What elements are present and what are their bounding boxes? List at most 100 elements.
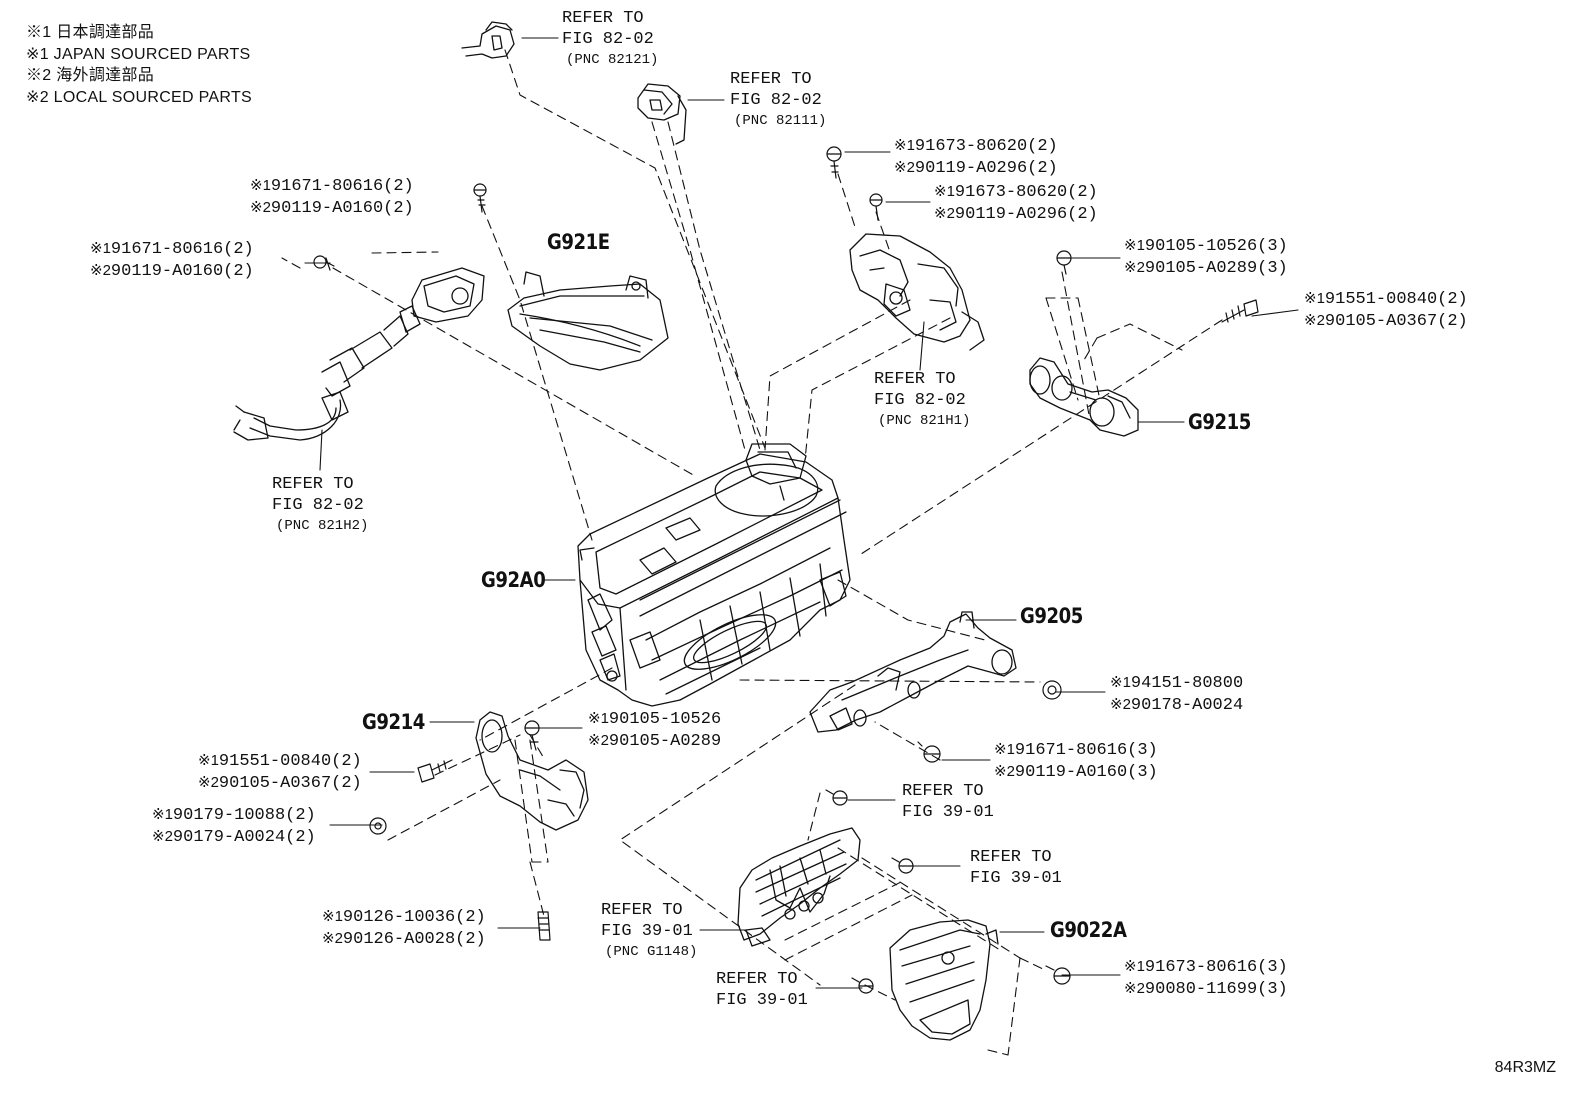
part-number-label[interactable]: ※191551-00840(2) ※290105-A0367(2) <box>1304 288 1468 332</box>
legend-line: ※2 海外調達部品 <box>26 67 155 84</box>
part-number: 90119-A0296(2) <box>954 205 1098 224</box>
part-number: 90105-10526 <box>608 710 722 729</box>
ref-fig: FIG 39-01 <box>716 991 808 1010</box>
mark-1: ※1 <box>934 183 955 200</box>
connector-82111 <box>637 83 687 145</box>
ref-line1: REFER TO <box>562 9 644 28</box>
ref-line1: REFER TO <box>716 970 798 989</box>
legend-line: ※1 日本調達部品 <box>26 24 155 41</box>
ref-callout-39-01[interactable]: REFER TO FIG 39-01 <box>902 781 994 823</box>
ref-pnc: (PNC 82121) <box>566 52 659 68</box>
sourcing-legend: ※1 日本調達部品 ※1 JAPAN SOURCED PARTS ※2 海外調達… <box>26 22 252 108</box>
mark-1: ※1 <box>152 806 173 823</box>
harness-821h2 <box>233 267 485 441</box>
connector-82121 <box>461 21 515 59</box>
ref-pnc: (PNC 821H1) <box>878 413 971 429</box>
part-number-label[interactable]: ※190179-10088(2) ※290179-A0024(2) <box>152 804 316 848</box>
part-code-g9022a[interactable]: G9022A <box>1050 918 1127 942</box>
ref-callout-821h1[interactable]: REFER TO FIG 82-02 (PNC 821H1) <box>874 369 970 431</box>
mark-1: ※1 <box>1110 674 1131 691</box>
part-number-label[interactable]: ※194151-80800 ※290178-A0024 <box>1110 672 1243 716</box>
part-number: 91673-80620(2) <box>954 183 1098 202</box>
fasteners <box>313 146 1259 994</box>
mark-1: ※1 <box>588 710 609 727</box>
mark-1: ※1 <box>994 741 1015 758</box>
part-number: 91673-80616(3) <box>1144 958 1288 977</box>
part-number-label[interactable]: ※191673-80620(2) ※290119-A0296(2) <box>934 181 1098 225</box>
bracket-g921e <box>507 271 669 371</box>
part-number: 90119-A0160(2) <box>270 199 414 218</box>
ref-pnc: (PNC 82111) <box>734 113 827 129</box>
ref-pnc: (PNC G1148) <box>605 944 698 960</box>
part-number: 91551-00840(2) <box>1324 290 1468 309</box>
part-code-g9205[interactable]: G9205 <box>1020 604 1083 628</box>
part-number: 90105-A0289 <box>608 732 722 751</box>
part-number: 90105-A0367(2) <box>1324 312 1468 331</box>
mark-1: ※1 <box>90 240 111 257</box>
part-number-label[interactable]: ※191671-80616(2) ※290119-A0160(2) <box>250 175 414 219</box>
ref-fig: FIG 82-02 <box>874 391 966 410</box>
mark-2: ※2 <box>894 159 915 176</box>
part-number-label[interactable]: ※191673-80620(2) ※290119-A0296(2) <box>894 135 1058 179</box>
ref-callout-82121[interactable]: REFER TO FIG 82-02 (PNC 82121) <box>562 8 658 70</box>
cover-g9022a <box>889 919 999 1041</box>
part-number-label[interactable]: ※190105-10526(3) ※290105-A0289(3) <box>1124 235 1288 279</box>
ref-fig: FIG 39-01 <box>902 803 994 822</box>
part-number: 90179-10088(2) <box>172 806 316 825</box>
illustration-id: 84R3MZ <box>1494 1059 1556 1076</box>
board-g1148 <box>737 827 861 947</box>
ref-callout-39-01[interactable]: REFER TO FIG 39-01 <box>970 847 1062 889</box>
ref-callout-g1148[interactable]: REFER TO FIG 39-01 (PNC G1148) <box>601 900 697 962</box>
legend-line: ※2 LOCAL SOURCED PARTS <box>26 88 252 106</box>
part-number: 90105-10526(3) <box>1144 237 1288 256</box>
mark-1: ※1 <box>894 137 915 154</box>
part-code-g9214[interactable]: G9214 <box>362 710 425 734</box>
ref-callout-821h2[interactable]: REFER TO FIG 82-02 (PNC 821H2) <box>272 474 368 536</box>
part-number-label[interactable]: ※190105-10526 ※290105-A0289 <box>588 708 721 752</box>
inverter-g92a0 <box>577 443 851 707</box>
mark-1: ※1 <box>1304 290 1325 307</box>
mark-1: ※1 <box>1124 237 1145 254</box>
part-number: 90080-11699(3) <box>1144 980 1288 999</box>
mark-2: ※2 <box>1304 312 1325 329</box>
ref-line1: REFER TO <box>272 475 354 494</box>
part-number: 91671-80616(3) <box>1014 741 1158 760</box>
part-number: 90119-A0160(2) <box>110 262 254 281</box>
part-number-label[interactable]: ※191671-80616(3) ※290119-A0160(3) <box>994 739 1158 783</box>
part-number-label[interactable]: ※191551-00840(2) ※290105-A0367(2) <box>198 750 362 794</box>
part-number-label[interactable]: ※190126-10036(2) ※290126-A0028(2) <box>322 906 486 950</box>
mark-2: ※2 <box>1124 259 1145 276</box>
part-number: 91671-80616(2) <box>110 240 254 259</box>
mount-g9214 <box>475 711 589 831</box>
part-code-g921e[interactable]: G921E <box>547 230 610 254</box>
ref-fig: FIG 82-02 <box>562 30 654 49</box>
mark-1: ※1 <box>250 177 271 194</box>
part-number: 91551-00840(2) <box>218 752 362 771</box>
mark-2: ※2 <box>1124 980 1145 997</box>
ref-fig: FIG 39-01 <box>601 922 693 941</box>
part-number: 90105-A0367(2) <box>218 774 362 793</box>
mark-2: ※2 <box>152 828 173 845</box>
assembly-lines <box>281 49 1223 1056</box>
ref-fig: FIG 39-01 <box>970 869 1062 888</box>
part-number: 91673-80620(2) <box>914 137 1058 156</box>
mark-2: ※2 <box>588 732 609 749</box>
ref-line1: REFER TO <box>730 70 812 89</box>
mark-2: ※2 <box>250 199 271 216</box>
leader-lines <box>304 37 1299 989</box>
part-number: 90126-10036(2) <box>342 908 486 927</box>
mark-2: ※2 <box>90 262 111 279</box>
mark-2: ※2 <box>322 930 343 947</box>
part-number: 91671-80616(2) <box>270 177 414 196</box>
part-code-g92a0[interactable]: G92A0 <box>481 568 546 592</box>
legend-line: ※1 JAPAN SOURCED PARTS <box>26 45 251 63</box>
part-code-g9215[interactable]: G9215 <box>1188 410 1251 434</box>
ref-callout-82111[interactable]: REFER TO FIG 82-02 (PNC 82111) <box>730 69 826 131</box>
ref-line1: REFER TO <box>601 901 683 920</box>
part-number-label[interactable]: ※191671-80616(2) ※290119-A0160(2) <box>90 238 254 282</box>
mark-1: ※1 <box>198 752 219 769</box>
ref-callout-39-01[interactable]: REFER TO FIG 39-01 <box>716 969 808 1011</box>
mark-2: ※2 <box>198 774 219 791</box>
part-number-label[interactable]: ※191673-80616(3) ※290080-11699(3) <box>1124 956 1288 1000</box>
